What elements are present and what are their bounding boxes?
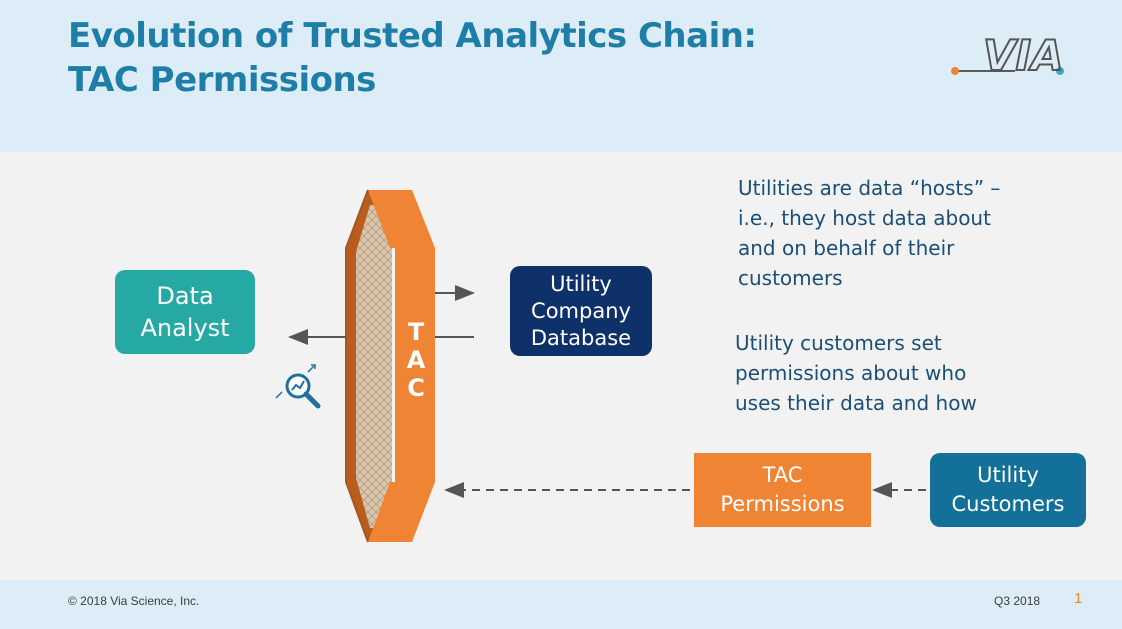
via-logo-icon: VIA: [951, 30, 1065, 81]
logo-text: VIA: [983, 31, 1064, 80]
slide-footer: [0, 580, 1122, 629]
tac-permissions-box: TAC Permissions: [694, 453, 871, 527]
tac-letter-a: A: [406, 346, 426, 374]
title-line-1: Evolution of Trusted Analytics Chain:: [68, 16, 757, 56]
utility-company-database-box: Utility Company Database: [510, 266, 652, 356]
tac-ring-front-band: [395, 248, 435, 482]
title-line-2: TAC Permissions: [68, 60, 376, 100]
quarter-label: Q3 2018: [994, 594, 1041, 608]
tac-permissions-line-2: Permissions: [720, 492, 845, 516]
slide-header: Evolution of Trusted Analytics Chain: TA…: [0, 0, 1122, 152]
tac-ring-edge: [345, 189, 369, 543]
data-analyst-box: Data Analyst: [115, 270, 255, 354]
tac-permissions-line-1: TAC: [762, 463, 803, 487]
note2-line-1: Utility customers set: [735, 331, 942, 355]
note2-line-2: permissions about who: [735, 361, 967, 385]
utility-customers-line-1: Utility: [977, 463, 1039, 487]
page-number: 1: [1074, 590, 1083, 607]
customer-permissions-note: Utility customers set permissions about …: [735, 328, 977, 418]
tac-ring-mesh: [356, 205, 392, 528]
utilities-hosts-note: Utilities are data “hosts” – i.e., they …: [738, 173, 1000, 293]
utility-db-line-3: Database: [530, 325, 632, 350]
tac-letter-c: C: [407, 374, 425, 402]
tac-letter-t: T: [407, 318, 425, 346]
analytics-magnifier-icon: [275, 364, 321, 409]
note1-line-3: and on behalf of their: [738, 236, 955, 260]
data-analyst-line-1: Data: [156, 282, 214, 310]
note2-line-3: uses their data and how: [735, 391, 977, 415]
utility-customers-box: Utility Customers: [930, 453, 1086, 527]
slide-title: Evolution of Trusted Analytics Chain: TA…: [68, 14, 757, 102]
utility-db-line-1: Utility: [550, 271, 612, 296]
note1-line-2: i.e., they host data about: [738, 206, 991, 230]
utility-customers-line-2: Customers: [951, 492, 1065, 516]
copyright-text: © 2018 Via Science, Inc.: [68, 594, 200, 608]
note1-line-4: customers: [738, 266, 843, 290]
data-analyst-line-2: Analyst: [140, 314, 230, 342]
utility-db-line-2: Company: [531, 298, 631, 323]
via-logo: VIA: [945, 26, 1100, 82]
note1-line-1: Utilities are data “hosts” –: [738, 176, 1001, 200]
